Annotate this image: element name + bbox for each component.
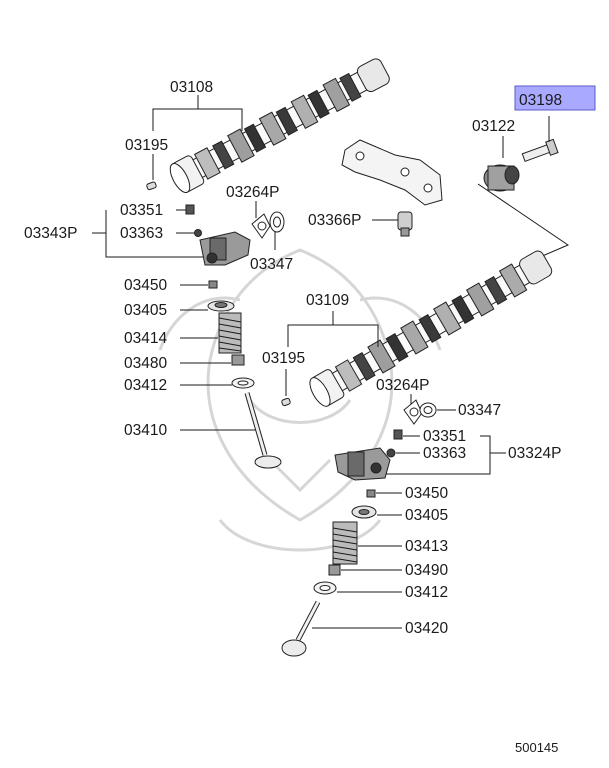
label-03405-right[interactable]: 03405 xyxy=(405,507,448,524)
label-03480[interactable]: 03480 xyxy=(124,355,167,372)
part-03122-bushing xyxy=(483,164,520,192)
stem-seal-03480 xyxy=(231,354,245,366)
label-03490[interactable]: 03490 xyxy=(405,562,448,579)
label-03363-right[interactable]: 03363 xyxy=(423,445,466,462)
label-03264P-top[interactable]: 03264P xyxy=(226,184,279,201)
washer-03347-mid xyxy=(419,402,437,418)
rocker-arm-right xyxy=(334,447,391,481)
spring-seat-03412-right xyxy=(313,581,337,595)
spring-seat-03412-left xyxy=(231,377,255,389)
label-03195-mid[interactable]: 03195 xyxy=(262,350,305,367)
valve-spring-03414 xyxy=(218,312,242,354)
label-03410[interactable]: 03410 xyxy=(124,422,167,439)
exhaust-camshaft xyxy=(309,250,553,407)
label-03412-right[interactable]: 03412 xyxy=(405,584,448,601)
spring-small-03351-right xyxy=(393,429,403,440)
plug-03366P xyxy=(397,211,413,237)
cap-03363-right xyxy=(386,448,396,458)
label-03324P[interactable]: 03324P xyxy=(508,445,561,462)
washer-03347-top xyxy=(269,211,285,233)
label-03351-right[interactable]: 03351 xyxy=(423,428,466,445)
label-03347-top[interactable]: 03347 xyxy=(250,256,293,273)
label-03363-left[interactable]: 03363 xyxy=(120,225,163,242)
valve-lock-03450-right xyxy=(366,489,376,498)
gasket-03264P-mid xyxy=(403,399,423,425)
diagram-reference-number: 500145 xyxy=(515,740,558,755)
label-03450-left[interactable]: 03450 xyxy=(124,277,167,294)
highlight-03198 xyxy=(514,85,596,111)
label-03450-right[interactable]: 03450 xyxy=(405,485,448,502)
valve-spring-03413 xyxy=(332,521,358,565)
label-03109[interactable]: 03109 xyxy=(306,292,349,309)
valve-lock-03450-left xyxy=(208,280,218,289)
intake-camshaft xyxy=(169,58,390,194)
label-03343P[interactable]: 03343P xyxy=(24,225,77,242)
label-03108[interactable]: 03108 xyxy=(170,79,213,96)
label-03264P-mid[interactable]: 03264P xyxy=(376,377,429,394)
label-03405-left[interactable]: 03405 xyxy=(124,302,167,319)
label-03347-mid[interactable]: 03347 xyxy=(458,402,501,419)
label-03412-left[interactable]: 03412 xyxy=(124,377,167,394)
label-03198[interactable]: 03198 xyxy=(519,92,562,109)
rocker-bracket xyxy=(341,139,443,206)
label-03122[interactable]: 03122 xyxy=(472,118,515,135)
bolt-03198 xyxy=(521,138,559,162)
watermark-crest xyxy=(158,248,442,552)
label-03413[interactable]: 03413 xyxy=(405,538,448,555)
dowel-pin-top xyxy=(146,181,157,191)
retainer-03405-left xyxy=(207,300,235,312)
label-03195-top[interactable]: 03195 xyxy=(125,137,168,154)
retainer-03405-right xyxy=(351,505,377,519)
stem-seal-03490 xyxy=(328,564,341,576)
rocker-arm-left xyxy=(199,231,251,266)
label-03351-left[interactable]: 03351 xyxy=(120,202,163,219)
label-03414[interactable]: 03414 xyxy=(124,330,167,347)
cap-03363-left xyxy=(194,229,202,237)
valve-03420 xyxy=(281,600,321,657)
valve-03410 xyxy=(244,392,282,469)
dowel-pin-mid xyxy=(281,397,291,407)
label-03366P[interactable]: 03366P xyxy=(308,212,361,229)
spring-small-03351-left xyxy=(185,204,195,215)
gasket-03264P-top xyxy=(251,213,271,239)
label-03420[interactable]: 03420 xyxy=(405,620,448,637)
